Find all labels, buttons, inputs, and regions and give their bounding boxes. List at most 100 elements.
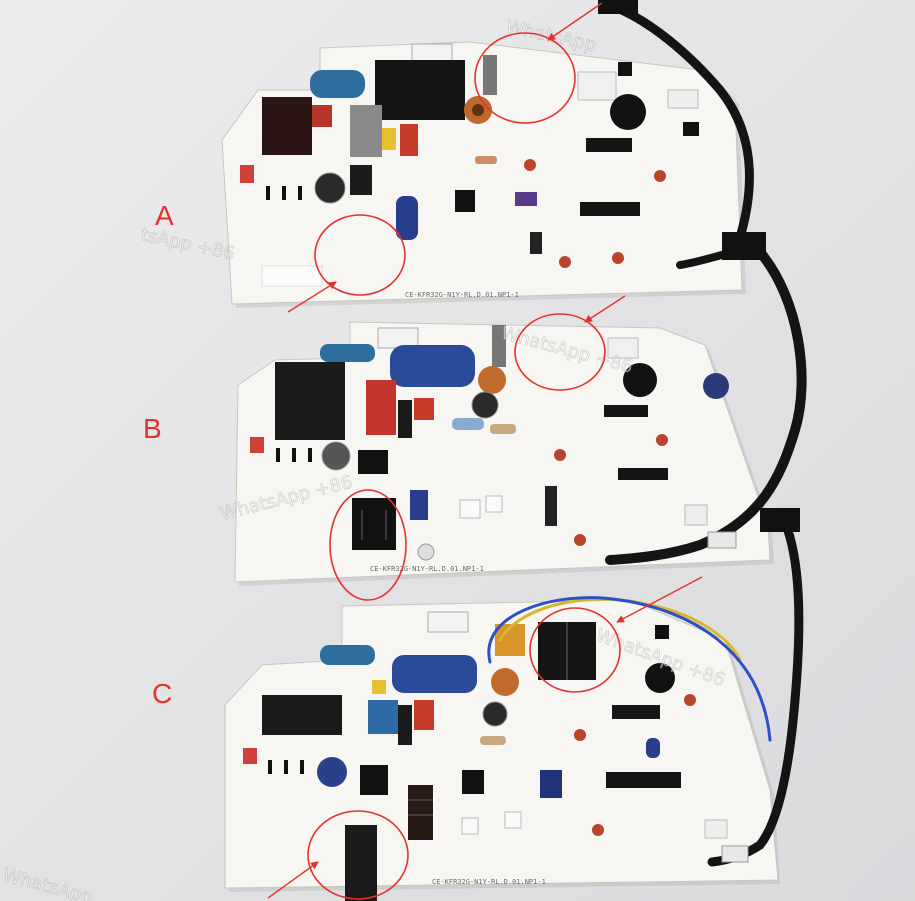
gray-component	[492, 325, 506, 367]
coil	[491, 668, 519, 696]
red-capacitor	[414, 700, 434, 730]
diode	[298, 186, 302, 200]
transformer	[345, 825, 377, 901]
black-component	[398, 400, 412, 438]
cable-sleeve	[721, 845, 749, 863]
red-capacitor	[312, 105, 332, 127]
white-connector	[577, 71, 617, 101]
arrow-a-bottom	[287, 281, 337, 313]
cable-sleeve	[707, 531, 737, 549]
white-connector	[427, 611, 469, 633]
white-component	[485, 495, 503, 513]
diode	[266, 186, 270, 200]
diode	[276, 448, 280, 462]
cable-a-to-b	[605, 247, 807, 565]
blue-electrolytic-capacitor	[317, 757, 347, 787]
ceramic-capacitor	[524, 159, 536, 171]
ic-chip	[618, 468, 668, 480]
white-component	[461, 817, 479, 835]
transistor	[455, 190, 475, 212]
ceramic-capacitor	[592, 824, 604, 836]
arrow-c-bottom	[267, 861, 319, 899]
red-relay	[366, 380, 396, 435]
black-component	[358, 450, 388, 474]
electrolytic-capacitor	[321, 441, 351, 471]
resistor	[475, 156, 497, 164]
blue-capacitor	[310, 70, 365, 98]
black-component	[360, 765, 388, 795]
ic-chip	[606, 772, 681, 788]
blue-capacitor	[368, 700, 398, 734]
coil	[478, 366, 506, 394]
board-b-silkscreen: CE-KFR32G-N1Y-RL.D.01.NP1-1	[370, 565, 484, 573]
ic-chip	[580, 202, 640, 216]
cable-connector-a	[722, 232, 766, 260]
diode	[308, 448, 312, 462]
coil-core	[472, 104, 484, 116]
red-capacitor	[414, 398, 434, 420]
board-b: CE-KFR32G-N1Y-RL.D.01.NP1-1	[234, 321, 774, 586]
electrolytic-capacitor	[314, 172, 346, 204]
white-connector	[704, 819, 728, 839]
white-component	[459, 499, 481, 519]
blue-capacitor	[320, 645, 375, 665]
ceramic-capacitor	[684, 694, 696, 706]
label-a: A	[155, 200, 174, 231]
board-a: CE-KFR32G-N1Y-RL.D.01.NP1-1	[221, 41, 746, 308]
ceramic-capacitor	[574, 534, 586, 546]
white-connector	[684, 504, 708, 526]
annotations: A B C	[143, 2, 703, 900]
relay	[262, 97, 312, 155]
ceramic-capacitor	[612, 252, 624, 264]
blue-component	[410, 490, 428, 520]
arrow-c-top	[616, 576, 703, 623]
white-connector	[607, 337, 639, 359]
ceramic-capacitor	[559, 256, 571, 268]
board-a-silkscreen: CE-KFR32G-N1Y-RL.D.01.NP1-1	[405, 291, 519, 299]
black-component	[545, 486, 557, 526]
red-connector	[243, 748, 257, 764]
diode	[300, 760, 304, 774]
red-connector	[250, 437, 264, 453]
label-b: B	[143, 413, 162, 444]
black-component	[350, 165, 372, 195]
black-component	[618, 62, 632, 76]
ceramic-capacitor	[654, 170, 666, 182]
blue-resistor	[452, 418, 484, 430]
blue-electrolytic-capacitor	[392, 655, 477, 693]
blue-electrolytic-capacitor	[390, 345, 475, 387]
transformer	[352, 498, 396, 550]
electrolytic-capacitor	[703, 373, 729, 399]
arrow-b-top	[584, 295, 626, 323]
gray-component	[483, 55, 497, 95]
gray-block	[350, 105, 382, 157]
black-component	[683, 122, 699, 136]
ic-chip	[604, 405, 648, 417]
red-connector	[240, 165, 254, 183]
purple-component	[515, 192, 537, 206]
buzzer	[623, 363, 657, 397]
black-component	[655, 625, 669, 639]
power-relay	[275, 362, 345, 440]
relay	[262, 695, 342, 735]
ceramic-capacitor	[554, 449, 566, 461]
black-component	[398, 705, 412, 745]
electrolytic-capacitor	[482, 701, 508, 727]
highlight-circle-a-bottom	[314, 214, 406, 296]
blue-electrolytic-capacitor	[396, 196, 418, 240]
blue-component	[646, 738, 660, 758]
electrolytic-capacitor	[471, 391, 499, 419]
ic-chip	[612, 705, 660, 719]
buzzer	[645, 663, 675, 693]
cable-connector-top	[598, 0, 638, 14]
label-c: C	[152, 678, 172, 709]
highlight-circle-b-bottom	[329, 489, 407, 601]
sticker	[261, 265, 323, 287]
highlight-circle-c-top	[529, 607, 621, 693]
red-capacitor	[400, 124, 418, 156]
cable-top	[607, 1, 754, 249]
black-component	[530, 232, 542, 254]
ceramic-capacitor	[656, 434, 668, 446]
capacitor-stack	[408, 785, 433, 840]
